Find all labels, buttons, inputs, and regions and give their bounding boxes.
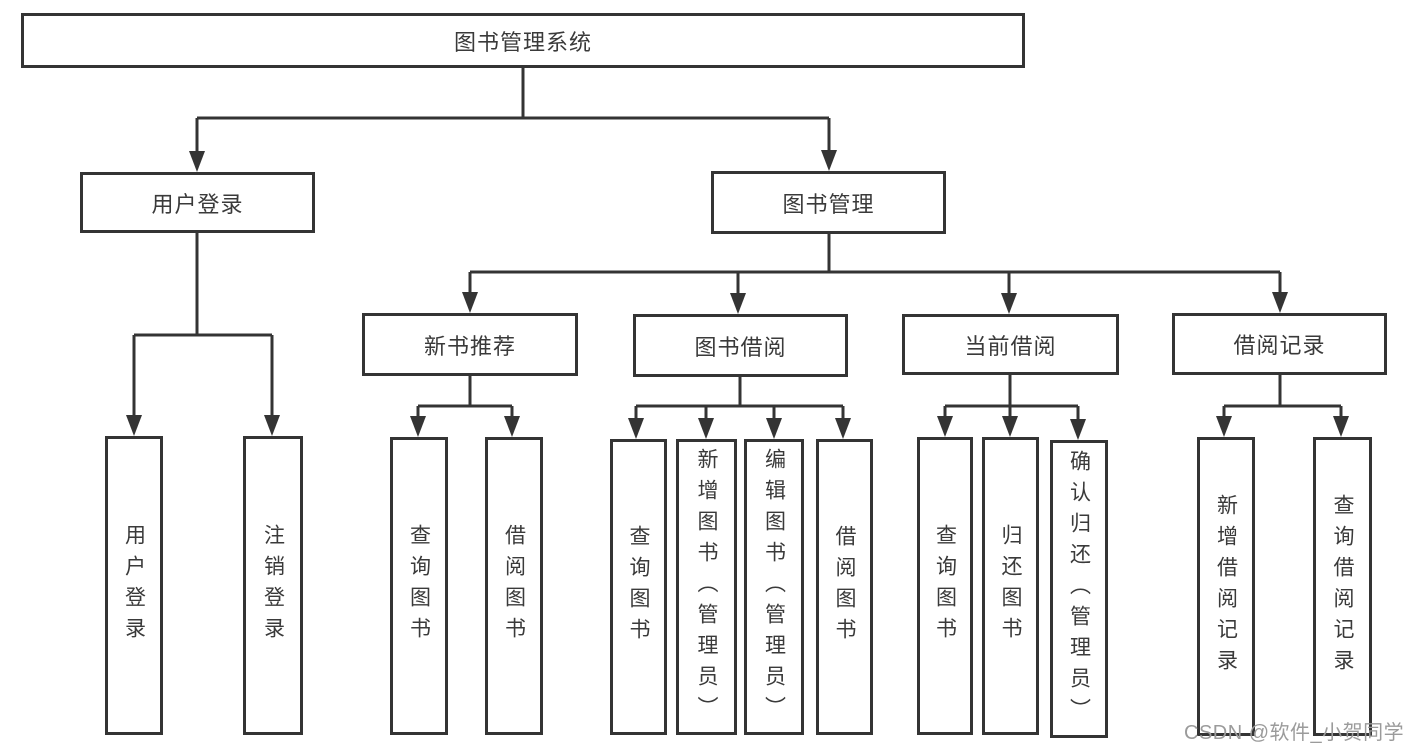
leaf-book-borrow-edit-label: 编辑图书（管理员） bbox=[762, 447, 786, 727]
node-book-borrow: 图书借阅 bbox=[633, 314, 848, 377]
node-root-label: 图书管理系统 bbox=[453, 29, 592, 55]
leaf-book-borrow-query: 查询图书 bbox=[610, 439, 667, 735]
node-current-borrow: 当前借阅 bbox=[902, 314, 1119, 375]
leaf-new-book-query-label: 查询图书 bbox=[407, 524, 431, 648]
leaf-current-borrow-query-label: 查询图书 bbox=[933, 524, 957, 648]
leaf-logout-label: 注销登录 bbox=[261, 523, 285, 648]
leaf-borrow-record-query: 查询借阅记录 bbox=[1313, 437, 1372, 736]
leaf-current-borrow-confirm-label: 确认归还（管理员） bbox=[1067, 449, 1091, 729]
leaf-book-borrow-add: 新增图书（管理员） bbox=[676, 439, 737, 735]
connector-new-book-children bbox=[416, 376, 514, 419]
leaf-book-borrow-add-label: 新增图书（管理员） bbox=[695, 447, 718, 727]
node-book-borrow-label: 图书借阅 bbox=[694, 334, 787, 360]
leaf-borrow-record-add: 新增借阅记录 bbox=[1197, 437, 1255, 736]
connector-book-mgmt-children bbox=[468, 234, 1282, 296]
connector-root-to-level1 bbox=[195, 68, 831, 153]
node-root: 图书管理系统 bbox=[21, 13, 1025, 68]
connector-borrow-record-children bbox=[1222, 375, 1343, 419]
node-book-mgmt: 图书管理 bbox=[711, 171, 946, 234]
leaf-book-borrow-borrow: 借阅图书 bbox=[816, 439, 873, 735]
leaf-new-book-borrow: 借阅图书 bbox=[485, 437, 543, 735]
node-user-login-label: 用户登录 bbox=[151, 191, 244, 217]
node-book-mgmt-label: 图书管理 bbox=[782, 191, 875, 217]
csdn-watermark: CSDN @软件_小贺同学 bbox=[1184, 722, 1405, 744]
node-user-login: 用户登录 bbox=[80, 172, 315, 233]
leaf-user-login-label: 用户登录 bbox=[122, 523, 146, 648]
leaf-user-login: 用户登录 bbox=[105, 436, 163, 735]
node-borrow-record-label: 借阅记录 bbox=[1233, 333, 1326, 358]
node-new-book-label: 新书推荐 bbox=[423, 333, 516, 359]
connector-book-borrow-children bbox=[634, 377, 845, 421]
leaf-current-borrow-return-label: 归还图书 bbox=[999, 524, 1022, 648]
leaf-current-borrow-confirm: 确认归还（管理员） bbox=[1050, 440, 1108, 738]
node-borrow-record: 借阅记录 bbox=[1172, 313, 1387, 375]
leaf-borrow-record-query-label: 查询借阅记录 bbox=[1331, 493, 1354, 680]
leaf-book-borrow-query-label: 查询图书 bbox=[627, 525, 650, 649]
leaf-new-book-query: 查询图书 bbox=[390, 437, 448, 735]
node-current-borrow-label: 当前借阅 bbox=[964, 333, 1057, 359]
connector-current-borrow-children bbox=[943, 375, 1080, 422]
node-new-book: 新书推荐 bbox=[362, 313, 578, 376]
connector-user-login-children bbox=[132, 233, 274, 418]
leaf-new-book-borrow-label: 借阅图书 bbox=[502, 524, 526, 648]
leaf-current-borrow-query: 查询图书 bbox=[917, 437, 973, 735]
leaf-current-borrow-return: 归还图书 bbox=[982, 437, 1039, 735]
leaf-logout: 注销登录 bbox=[243, 436, 303, 735]
leaf-book-borrow-borrow-label: 借阅图书 bbox=[833, 525, 856, 649]
leaf-borrow-record-add-label: 新增借阅记录 bbox=[1214, 493, 1238, 680]
leaf-book-borrow-edit: 编辑图书（管理员） bbox=[744, 439, 804, 735]
